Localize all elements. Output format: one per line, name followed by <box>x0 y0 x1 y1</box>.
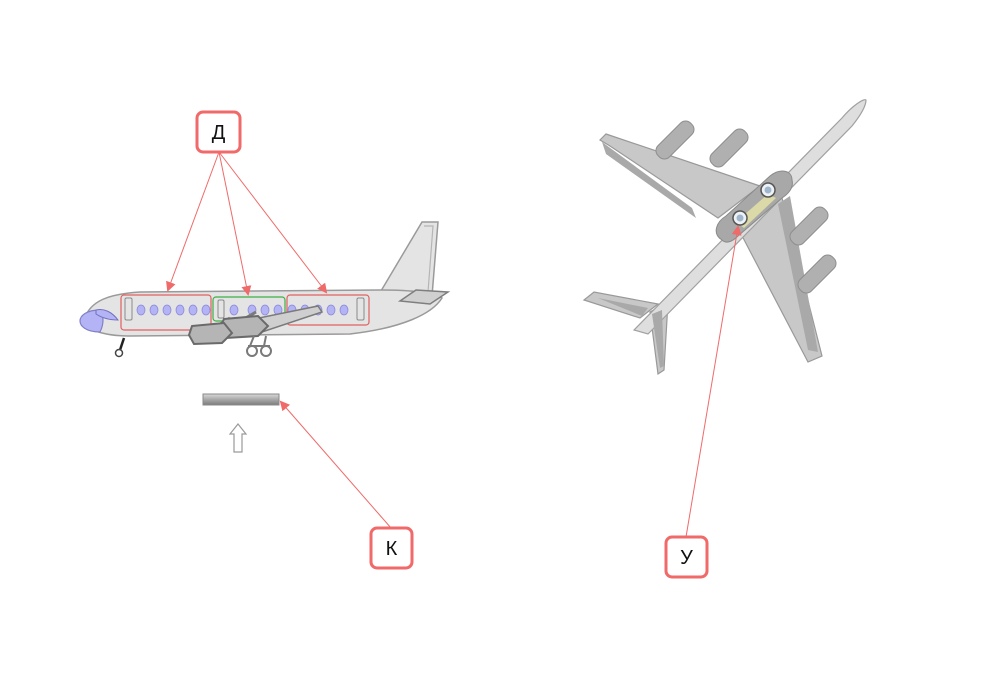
engines <box>655 120 837 294</box>
hatch-portholes <box>732 182 776 226</box>
label-box-d: Д <box>195 110 242 154</box>
label-d: Д <box>212 122 226 144</box>
label-u: У <box>680 547 693 569</box>
door <box>217 299 225 319</box>
label-box-u: У <box>664 535 709 579</box>
door <box>356 297 365 321</box>
nose-cone <box>79 309 104 333</box>
cockpit-window <box>95 309 120 321</box>
main-landing-gear <box>246 335 272 357</box>
label-box-k: К <box>369 526 414 570</box>
cabin-section-front <box>120 294 212 331</box>
wing-left <box>599 133 762 219</box>
side-view-airplane <box>79 221 451 358</box>
horizontal-stabilizer <box>397 289 451 305</box>
callout-lines <box>166 151 742 538</box>
top-view-airplane <box>582 99 867 376</box>
up-arrow-icon <box>228 423 248 453</box>
grey-bar <box>202 393 280 406</box>
cabin-section-rear <box>286 294 370 326</box>
door <box>124 297 133 321</box>
label-k: К <box>386 538 398 560</box>
nose-landing-gear <box>114 337 126 358</box>
engine-front <box>187 321 234 346</box>
